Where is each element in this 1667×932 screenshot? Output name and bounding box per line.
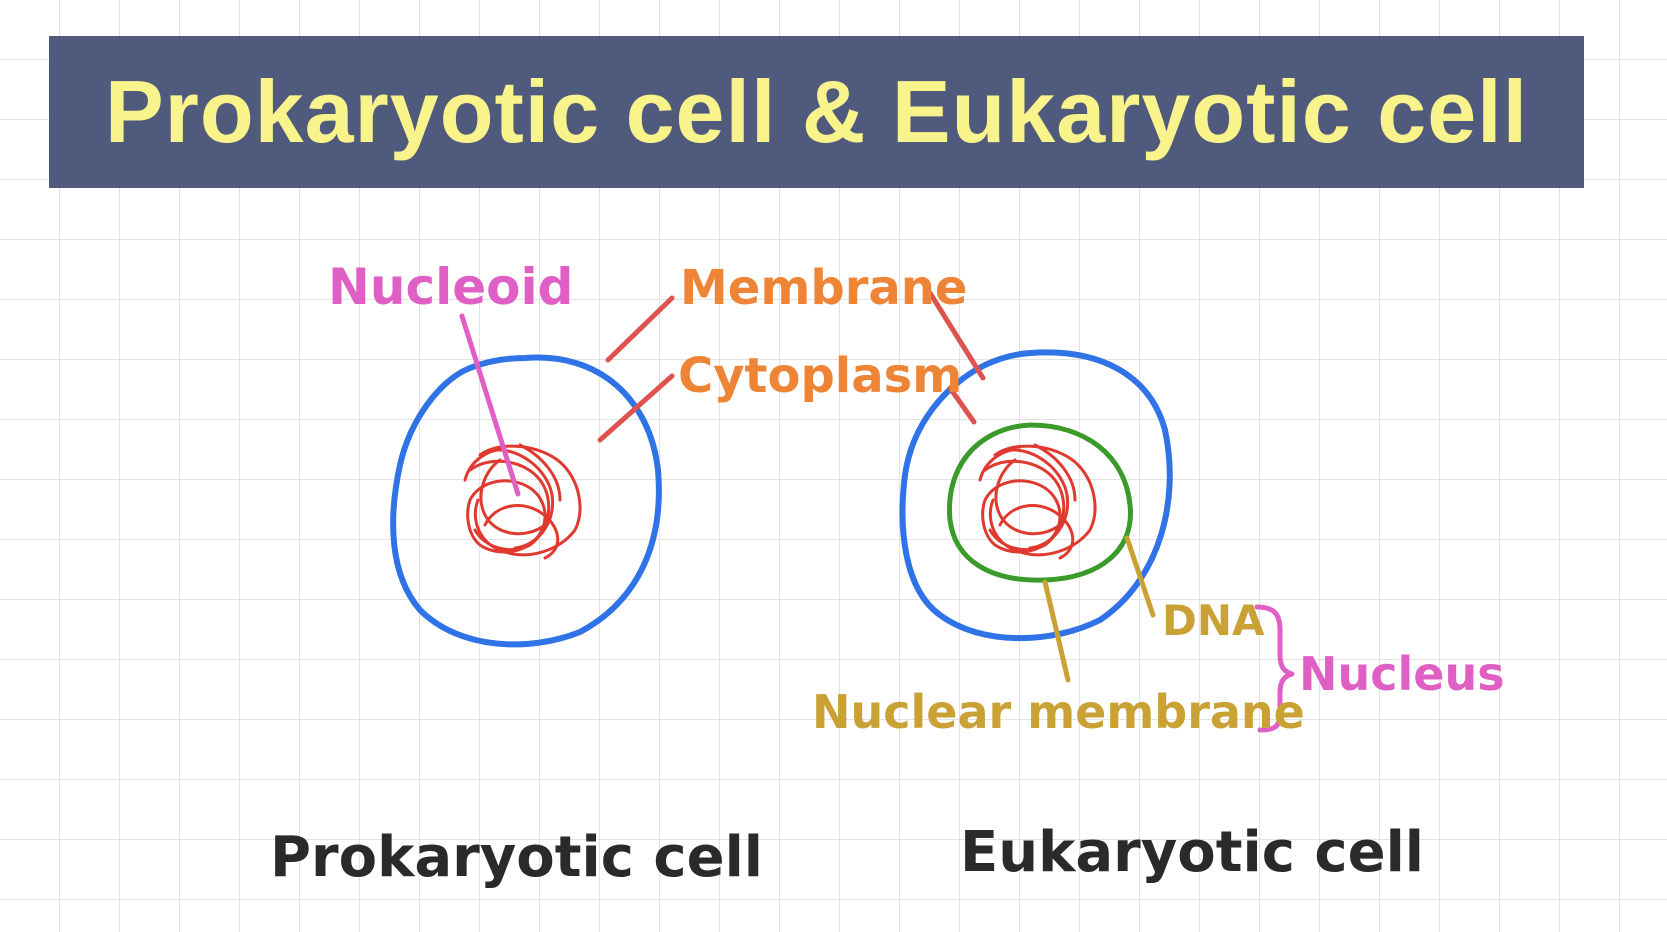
cytoplasm-leader-line-right (947, 385, 977, 425)
nucleoid-leader-line (459, 313, 521, 497)
nuclear-membrane-label: Nuclear membrane (812, 685, 1305, 739)
nucleoid-dna (463, 443, 582, 560)
dna-label: DNA (1162, 596, 1265, 645)
cytoplasm-leader-line-left (597, 373, 675, 443)
nucleus-brace (1254, 604, 1295, 733)
membrane-label: Membrane (680, 260, 967, 316)
prokaryotic-cell (390, 354, 662, 648)
prokaryotic-caption: Prokaryotic cell (270, 825, 763, 890)
dna-leader-line (1124, 535, 1156, 618)
eukaryotic-caption: Eukaryotic cell (960, 820, 1424, 885)
membrane-leader-line-left (605, 295, 675, 363)
membrane-leader-line-right (927, 290, 986, 381)
nuclear-membrane-leader-line (1042, 579, 1071, 683)
page-title: Prokaryotic cell & Eukaryotic cell (104, 62, 1529, 161)
prokaryotic-cell-membrane (390, 354, 662, 648)
cytoplasm-label: Cytoplasm (678, 348, 962, 404)
nucleus-dna (978, 443, 1097, 560)
nucleus-label: Nucleus (1299, 647, 1505, 701)
title-banner: Prokaryotic cell & Eukaryotic cell (49, 36, 1584, 188)
nucleoid-label: Nucleoid (328, 258, 573, 316)
